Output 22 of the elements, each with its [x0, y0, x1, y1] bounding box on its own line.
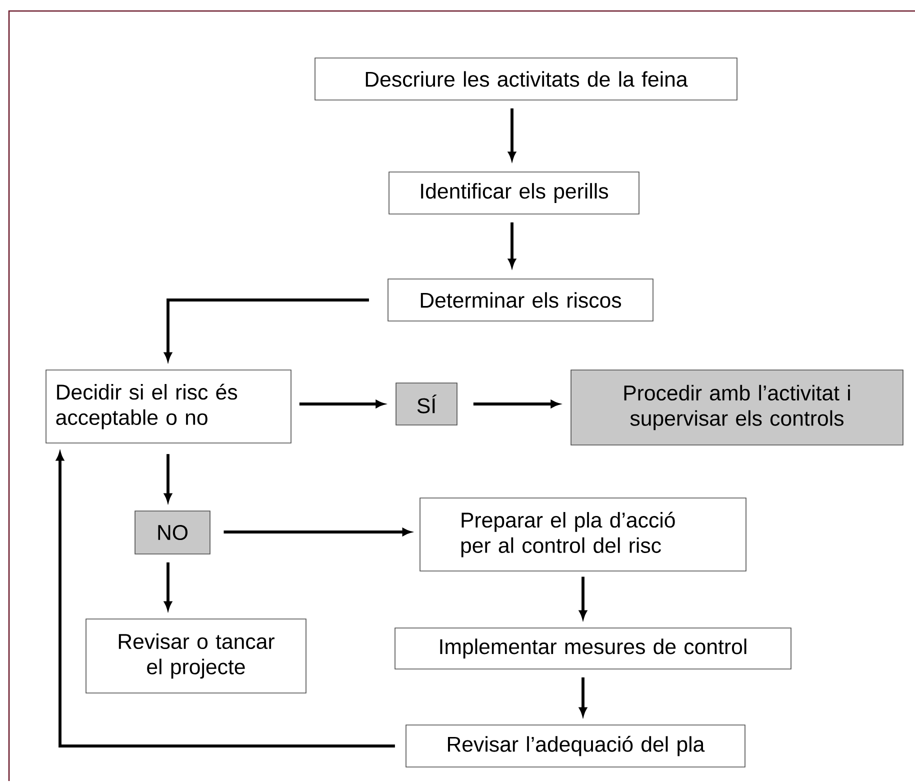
process-box: Descriure les activitats de la feina	[314, 58, 738, 100]
process-box: Revisar l’adequació del pla	[406, 724, 746, 768]
outcome-box: Procedir amb l’activitat i supervisar els controls	[570, 370, 904, 446]
arrow	[56, 452, 395, 748]
decision-box: Decidir si el risc és acceptable o no	[46, 370, 292, 444]
arrow	[299, 400, 384, 408]
answer-box: NO	[134, 510, 210, 554]
process-box: Identificar els perills	[388, 172, 640, 214]
arrow	[164, 562, 172, 610]
arrow	[508, 108, 516, 160]
arrow	[473, 400, 560, 408]
arrow	[164, 454, 172, 502]
process-box: Implementar mesures de control	[394, 628, 792, 670]
arrow	[508, 222, 516, 268]
process-box: Revisar o tancar el projecte	[86, 618, 306, 694]
arrow	[579, 576, 587, 619]
arrow	[224, 528, 411, 536]
process-box: Determinar els riscos	[388, 278, 654, 322]
arrow	[164, 298, 369, 361]
answer-box: SÍ	[396, 382, 458, 426]
process-box: Preparar el pla d’acció per al control del risc	[420, 498, 746, 572]
arrow	[579, 677, 587, 716]
